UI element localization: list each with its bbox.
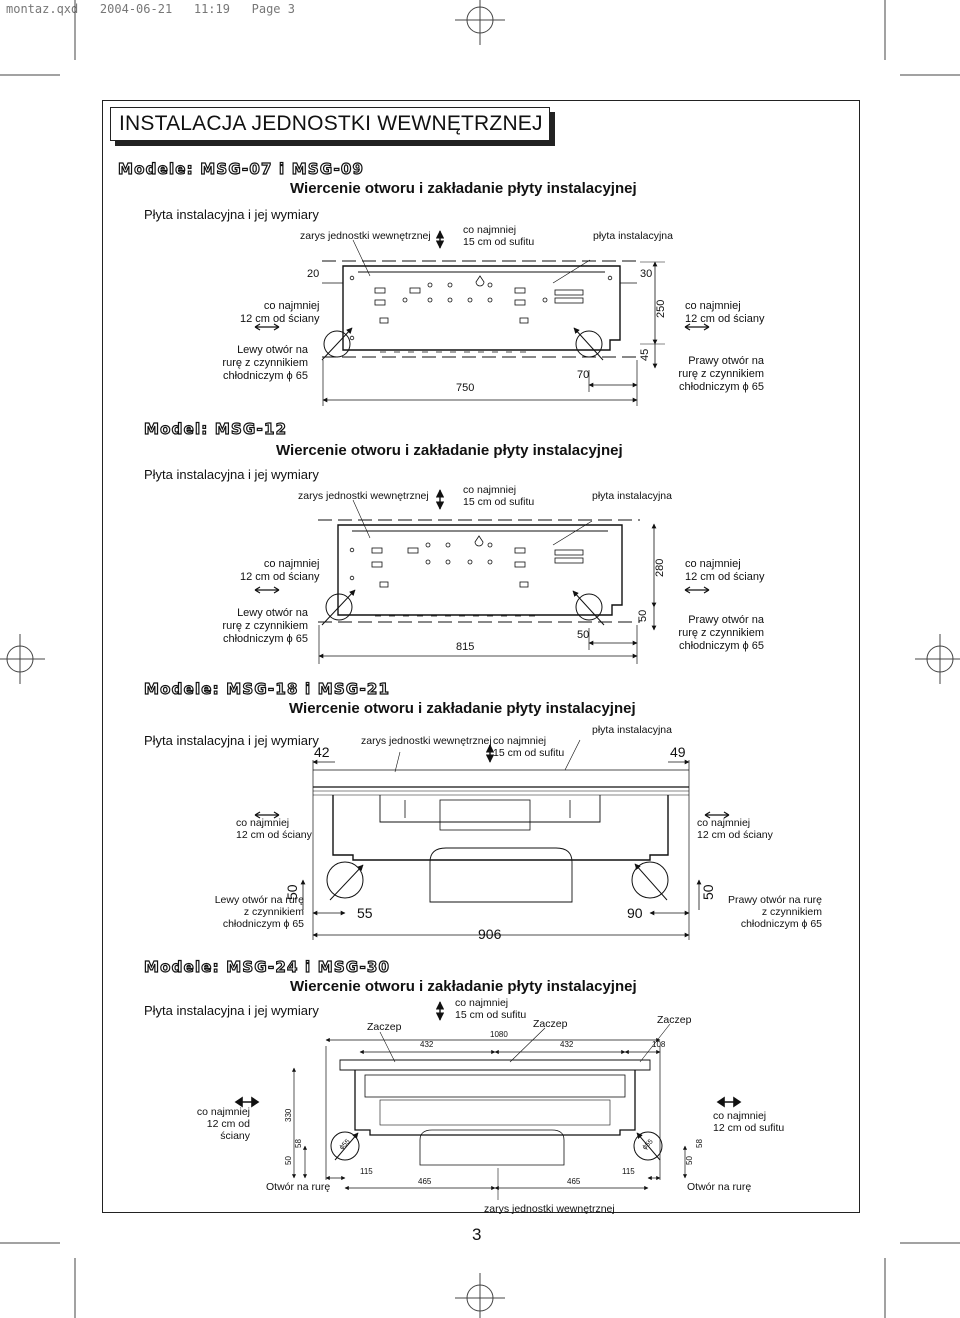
- dim-hole-offset: 50: [577, 629, 590, 641]
- content-frame: [102, 100, 860, 1213]
- dim-total-width: 1080: [490, 1030, 508, 1039]
- outline-label: zarys jednostki wewnętrznej: [298, 490, 429, 502]
- page-title-box: INSTALACJA JEDNOSTKI WEWNĘTRZNEJ: [110, 107, 550, 141]
- model-title-msg-24-30: Modele: MSG-24 i MSG-30: [143, 957, 391, 976]
- dim-hole-h-50: 50: [637, 610, 649, 622]
- dim-left-top: 42: [314, 744, 330, 760]
- model-title-msg-18-21: Modele: MSG-18 i MSG-21: [143, 679, 391, 698]
- plate-label: płyta instalacyjna: [592, 724, 672, 736]
- dim-left-hole-dia: ϕ55: [338, 1138, 351, 1151]
- plate-diagram-msg-24-30: [234, 1001, 742, 1200]
- plate-label: płyta instalacyjna: [592, 490, 672, 502]
- dim-left-span: 432: [420, 1040, 434, 1049]
- dim-width: 750: [456, 382, 475, 394]
- file-info-header: montaz.qxd 2004-06-21 11:19 Page 3: [6, 2, 295, 16]
- section-heading: Wiercenie otworu i zakładanie płyty inst…: [276, 442, 623, 459]
- dim-right-58: 58: [695, 1139, 704, 1148]
- section-heading: Wiercenie otworu i zakładanie płyty inst…: [290, 180, 637, 197]
- model-title-msg-12: Model: MSG-12: [143, 419, 288, 438]
- outline-label: zarys jednostki wewnętrznej: [361, 735, 492, 747]
- dim-right-top: 30: [640, 268, 653, 280]
- outline-label: zarys jednostki wewnętrznej: [300, 230, 431, 242]
- dim-width: 906: [478, 926, 502, 942]
- dim-height-250: 250: [655, 300, 667, 318]
- right-pipe-hole-label: Otwór na rurę: [687, 1181, 752, 1193]
- dim-height-330: 330: [284, 1108, 293, 1122]
- hook-label-2: Zaczep: [533, 1018, 568, 1030]
- dim-left-50: 50: [284, 1156, 293, 1165]
- hook-label-1: Zaczep: [367, 1021, 402, 1033]
- plate-diagram-msg-07-09: [254, 230, 710, 406]
- dim-height-280: 280: [654, 559, 666, 577]
- dim-hole-h-45: 45: [639, 349, 651, 361]
- dim-right-offset: 90: [627, 905, 643, 921]
- section-subheading: Płyta instalacyjna i jej wymiary: [144, 467, 319, 482]
- dim-left-hole-offset: 115: [360, 1167, 373, 1176]
- dim-right-span: 432: [560, 1040, 574, 1049]
- outline-label: zarys jednostki wewnętrznej: [484, 1203, 615, 1215]
- dim-left-hole-h-50: 50: [284, 884, 300, 900]
- plate-diagram-msg-18-21: [254, 739, 730, 940]
- section-subheading: Płyta instalacyjna i jej wymiary: [144, 207, 319, 222]
- dim-left-58: 58: [294, 1139, 303, 1148]
- page-number: 3: [472, 1225, 482, 1244]
- section-subheading: Płyta instalacyjna i jej wymiary: [144, 733, 319, 748]
- dim-right-hole-h-50: 50: [700, 884, 716, 900]
- section-heading: Wiercenie otworu i zakładanie płyty inst…: [289, 700, 636, 717]
- dim-right-50: 50: [685, 1156, 694, 1165]
- dim-right-top: 49: [670, 744, 686, 760]
- dim-right-hole-offset: 115: [622, 1167, 635, 1176]
- dim-width: 815: [456, 641, 475, 653]
- dim-left-465: 465: [418, 1177, 432, 1186]
- plate-diagram-msg-12: [254, 489, 710, 664]
- section-heading: Wiercenie otworu i zakładanie płyty inst…: [290, 978, 637, 995]
- page-title: INSTALACJA JEDNOSTKI WEWNĘTRZNEJ: [119, 112, 543, 135]
- hook-label-3: Zaczep: [657, 1014, 692, 1026]
- model-title-msg-07-09: Modele: MSG-07 i MSG-09: [117, 159, 365, 178]
- dim-left-top: 20: [307, 268, 320, 280]
- section-subheading: Płyta instalacyjna i jej wymiary: [144, 1003, 319, 1018]
- dim-right-edge: 108: [652, 1040, 666, 1049]
- plate-label: płyta instalacyjna: [593, 230, 673, 242]
- dim-hole-offset: 70: [577, 369, 590, 381]
- dim-right-465: 465: [567, 1177, 581, 1186]
- dim-left-offset: 55: [357, 905, 373, 921]
- left-pipe-hole-label: Otwór na rurę: [266, 1181, 331, 1193]
